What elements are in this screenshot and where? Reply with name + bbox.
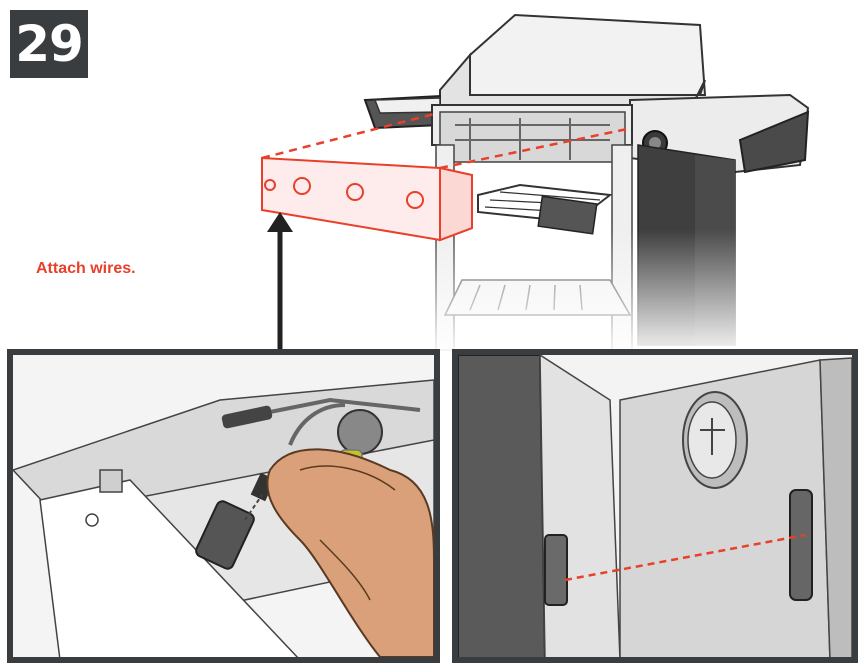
arrow-up-icon [267, 212, 293, 352]
detail-box-left [10, 352, 437, 660]
knob-clip [683, 392, 747, 488]
detail-box-right [455, 352, 855, 660]
